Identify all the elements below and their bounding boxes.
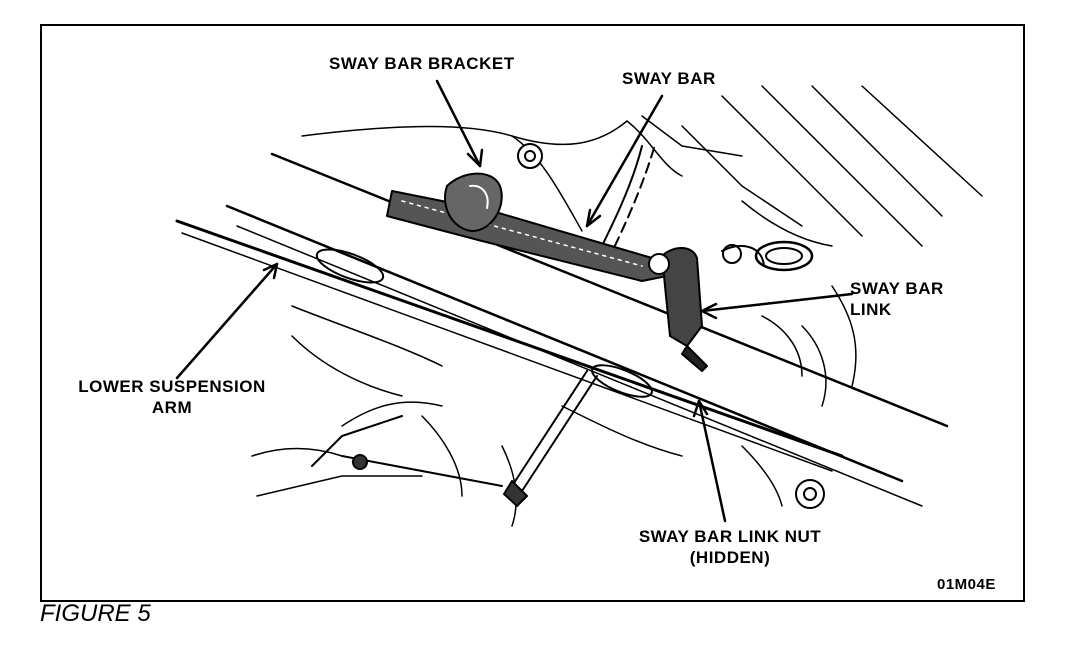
- figure-caption: FIGURE 5: [40, 600, 151, 627]
- label-link-nut-line2: (HIDDEN): [689, 548, 771, 567]
- rail-slots: [315, 248, 653, 398]
- label-sway-bar-link-line2: LINK: [850, 300, 892, 319]
- suspension-illustration: [175, 79, 983, 527]
- label-sway-bar: SWAY BAR: [622, 69, 716, 88]
- label-sway-bar-link: SWAY BAR LINK: [850, 278, 944, 320]
- link-shape: [648, 240, 814, 372]
- tie-rod: [311, 370, 825, 509]
- figure-frame: SWAY BAR BRACKET SWAY BAR SWAY BAR LINK …: [40, 24, 1025, 602]
- figure-code: 01M04E: [937, 576, 996, 593]
- label-lower-suspension-arm: LOWER SUSPENSION ARM: [57, 376, 287, 418]
- label-lower-arm-line1: LOWER SUSPENSION: [78, 377, 266, 396]
- bracket-shape: [444, 143, 543, 232]
- leader-arrows: [175, 79, 854, 523]
- lower-arm: [175, 219, 844, 472]
- label-sway-bar-bracket: SWAY BAR BRACKET: [329, 54, 515, 73]
- upper-frame-rail: [225, 152, 949, 507]
- label-link-nut-line1: SWAY BAR LINK NUT: [638, 527, 822, 546]
- label-lower-arm-line2: ARM: [151, 398, 193, 417]
- label-sway-bar-link-nut: SWAY BAR LINK NUT (HIDDEN): [620, 526, 840, 568]
- sway-bar-shape: [386, 190, 668, 282]
- label-sway-bar-link-line1: SWAY BAR: [850, 279, 944, 298]
